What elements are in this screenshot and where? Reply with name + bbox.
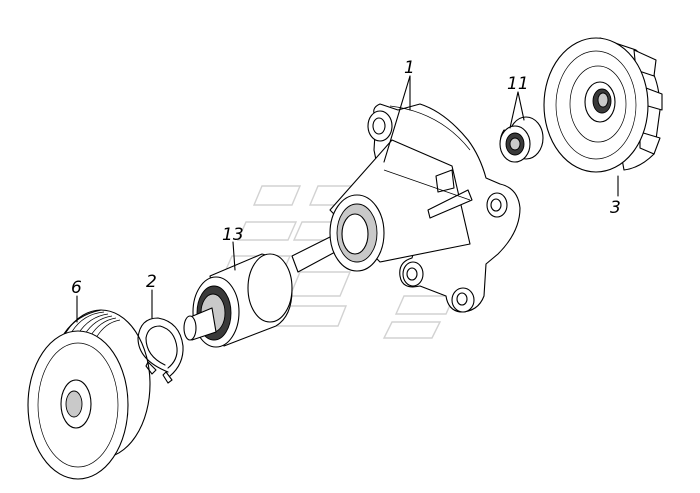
seal (499, 116, 544, 163)
callout-2: 2 (146, 272, 157, 292)
callout-6: 6 (71, 278, 82, 298)
callout-13: 13 (222, 225, 244, 245)
leader-11b (517, 91, 525, 121)
pump-housing (329, 103, 521, 313)
leader-1 (383, 75, 411, 163)
callout-11: 11 (507, 74, 529, 94)
callout-1: 1 (404, 58, 415, 78)
callout-3: 3 (610, 198, 621, 218)
pulley (27, 309, 151, 480)
leader-lines (76, 75, 619, 323)
leader-11 (509, 91, 519, 129)
shaft-bearing (183, 229, 351, 348)
leader-13 (232, 241, 236, 271)
retaining-ring (137, 317, 184, 384)
impeller (543, 37, 663, 173)
